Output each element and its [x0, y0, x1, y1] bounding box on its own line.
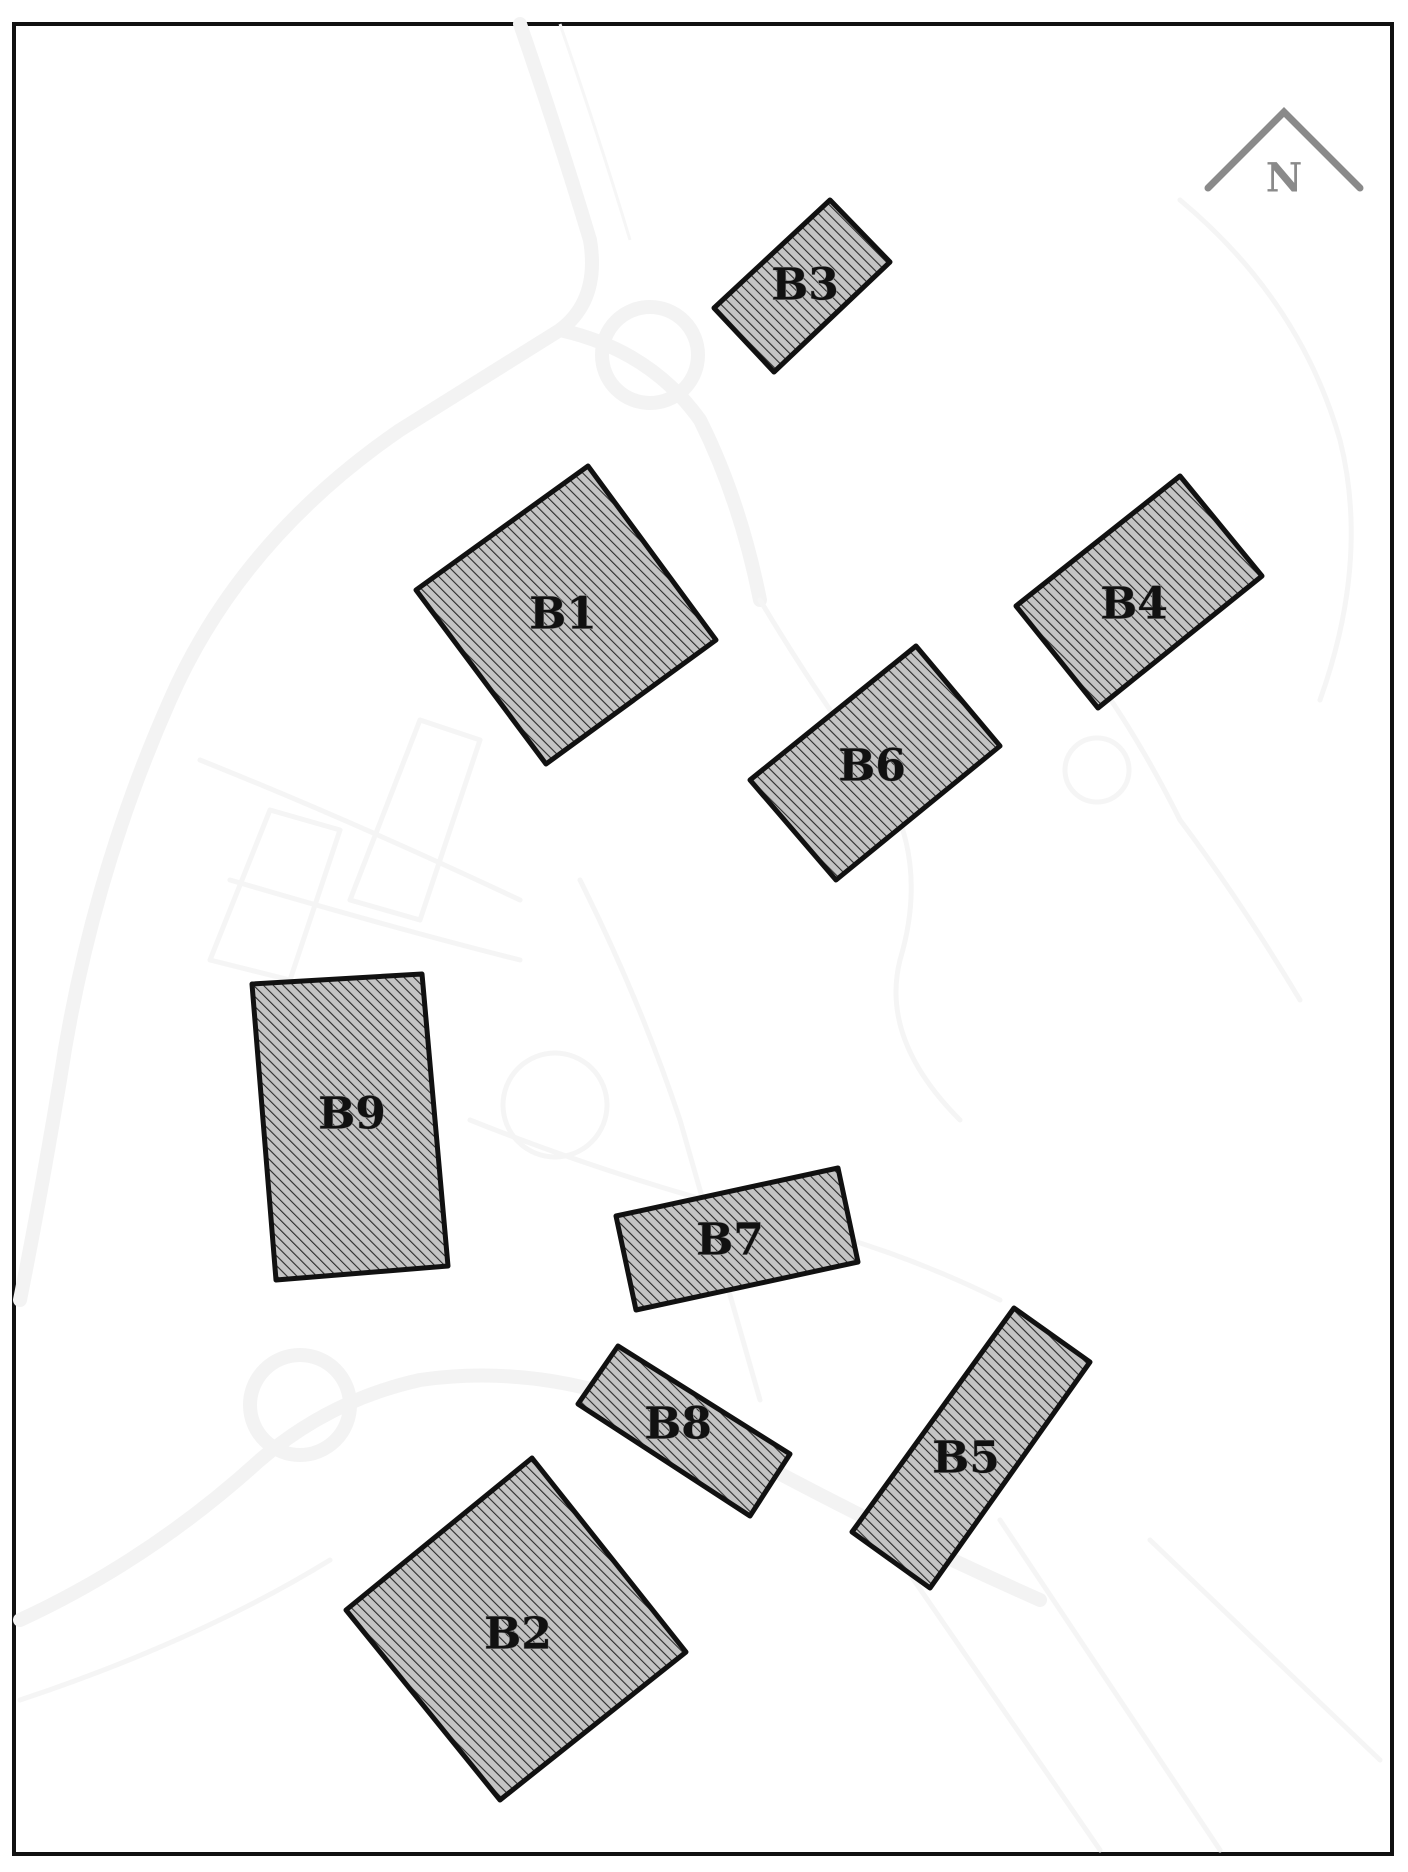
building-label-b2: B2 — [484, 1609, 552, 1660]
building-label-b1: B1 — [529, 589, 597, 640]
north-label: N — [1266, 155, 1303, 202]
building-b8[interactable]: B8 — [575, 1343, 793, 1519]
building-b1[interactable]: B1 — [413, 463, 719, 767]
building-b7[interactable]: B7 — [613, 1165, 861, 1313]
building-label-b4: B4 — [1100, 579, 1168, 630]
building-label-b3: B3 — [771, 260, 839, 311]
building-b5[interactable]: B5 — [849, 1305, 1093, 1591]
building-label-b9: B9 — [318, 1089, 386, 1140]
north-arrow-icon — [1204, 107, 1364, 192]
building-b6[interactable]: B6 — [747, 643, 1003, 883]
building-b3[interactable]: B3 — [711, 197, 893, 375]
building-label-b7: B7 — [696, 1215, 764, 1266]
road-network — [13, 17, 1383, 1853]
north-arrow: N — [1204, 107, 1364, 202]
building-label-b5: B5 — [932, 1433, 1000, 1484]
building-label-b8: B8 — [644, 1399, 712, 1450]
building-b9[interactable]: B9 — [249, 971, 451, 1283]
buildings: B1 B2 B3 B4 B5 B6 B7 B8 — [249, 197, 1265, 1803]
building-label-b6: B6 — [838, 741, 906, 792]
building-b2[interactable]: B2 — [343, 1455, 689, 1803]
building-b4[interactable]: B4 — [1013, 473, 1265, 711]
